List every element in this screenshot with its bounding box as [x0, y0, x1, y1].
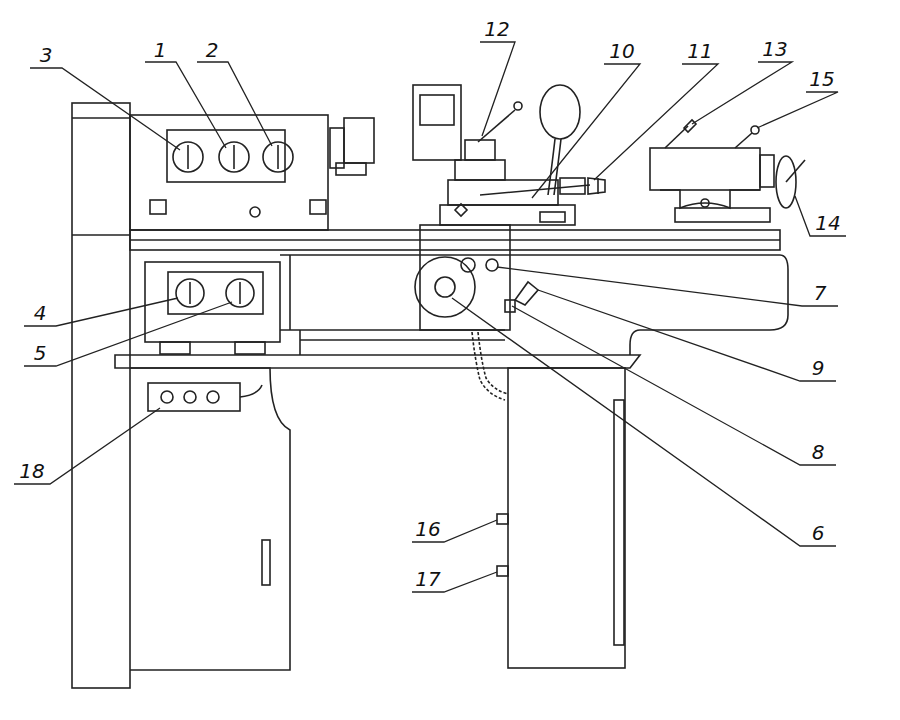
callout-number: 11: [687, 40, 712, 62]
callout-number: 3: [40, 44, 53, 66]
callout-number: 17: [415, 568, 440, 590]
callout-number: 18: [19, 460, 44, 482]
callout-number: 4: [34, 302, 47, 324]
callout-number: 13: [762, 38, 787, 60]
callout-number: 5: [34, 342, 47, 364]
callout-number: 14: [815, 212, 840, 234]
callout-number: 12: [484, 18, 509, 40]
callout-number: 16: [415, 518, 440, 540]
callout-number: 9: [812, 357, 825, 379]
callout-number: 6: [812, 522, 825, 544]
callout-number: 8: [812, 441, 825, 463]
callout-number: 7: [814, 282, 827, 304]
callout-number: 1: [154, 39, 167, 61]
callout-number: 2: [206, 39, 219, 61]
callout-number: 15: [809, 68, 834, 90]
callout-number: 10: [609, 40, 634, 62]
